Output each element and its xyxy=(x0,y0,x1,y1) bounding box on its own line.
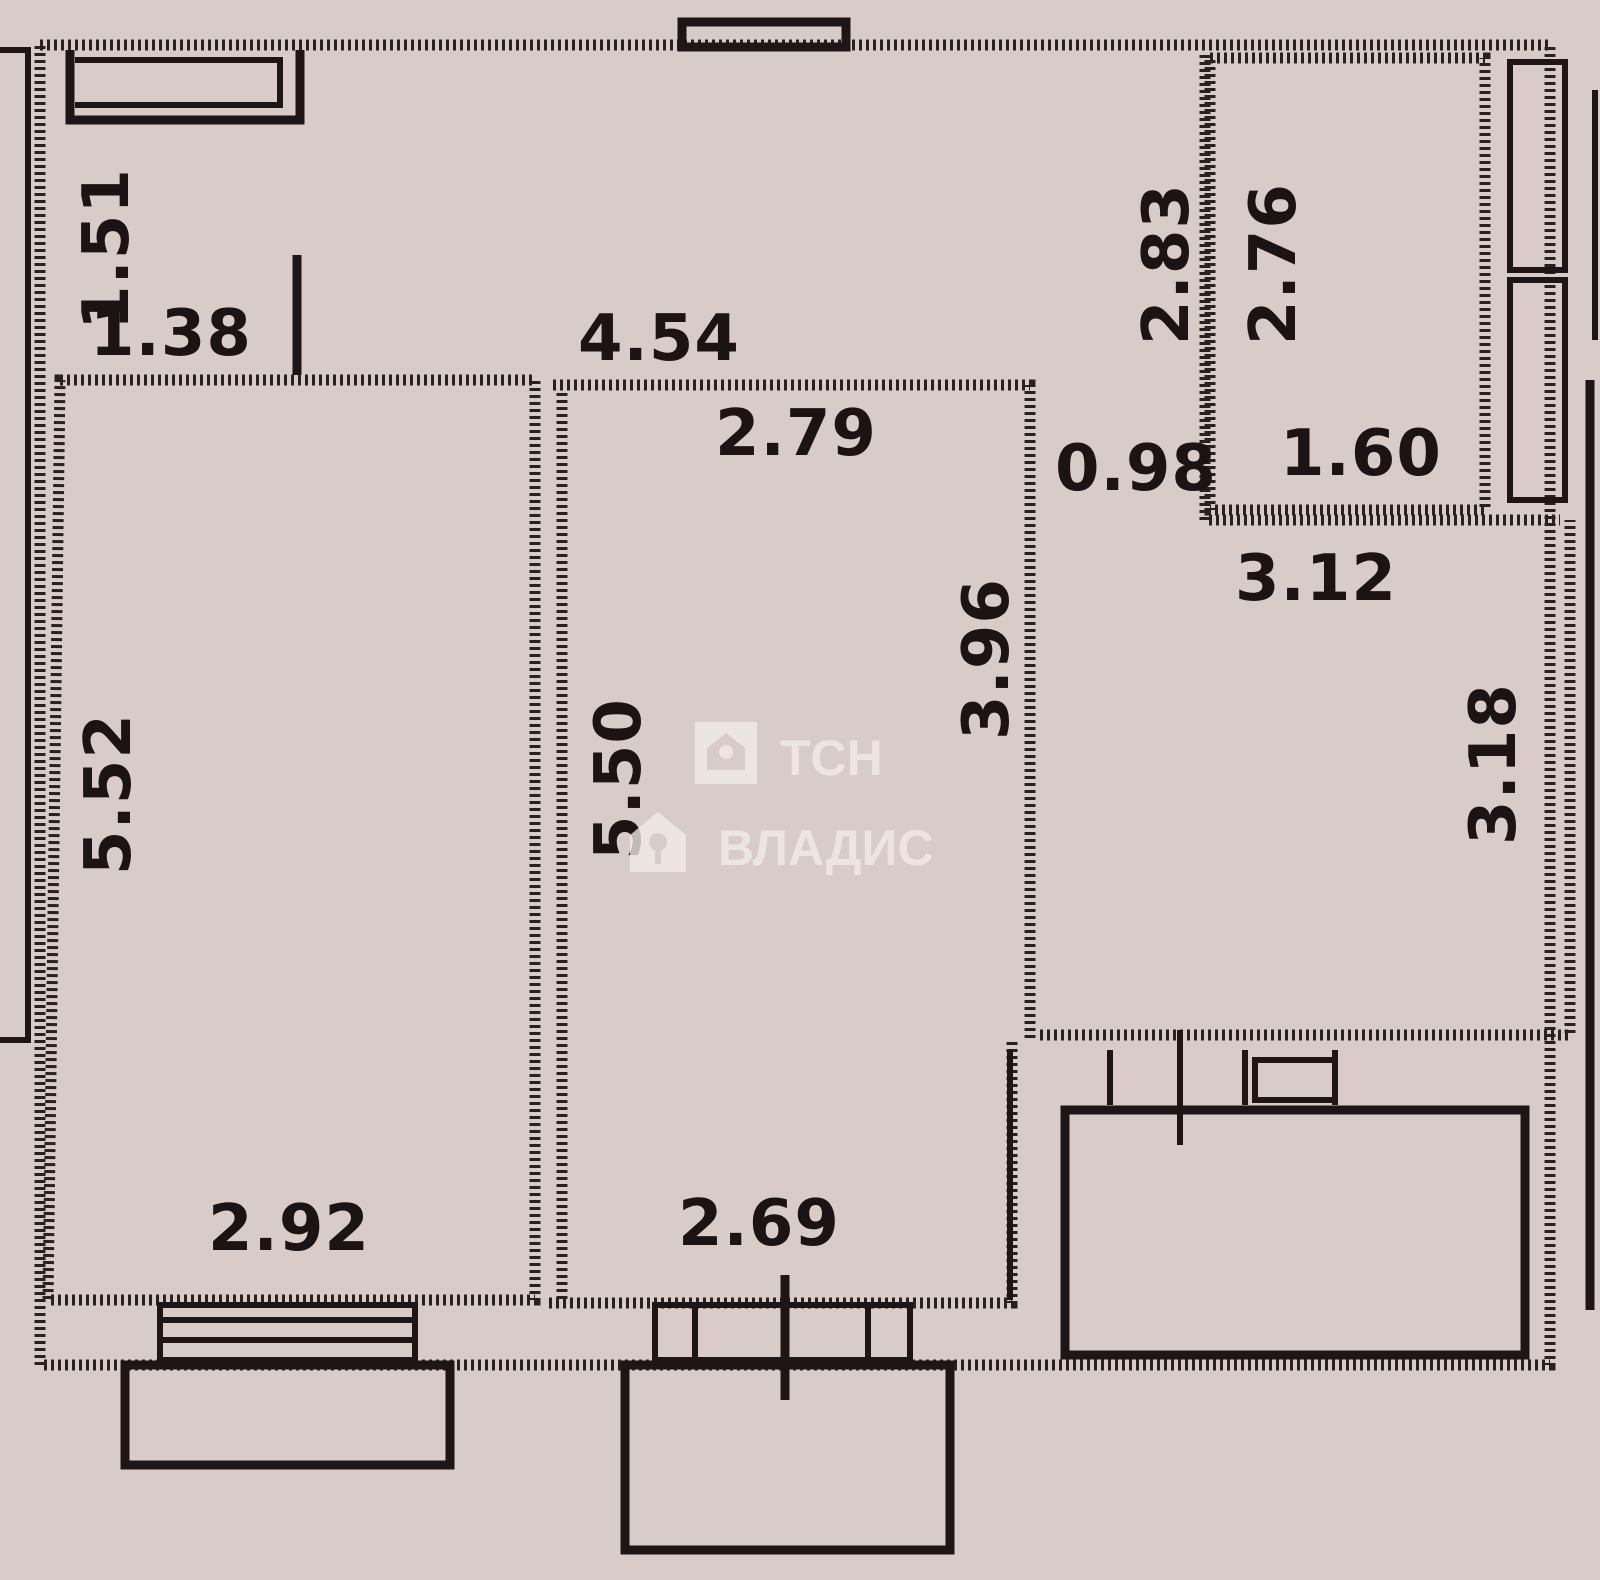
watermark-line2: ВЛАДИС xyxy=(718,820,934,876)
dim-kitchen-right: 3.18 xyxy=(1457,683,1531,845)
watermark: ТСН ВЛАДИС xyxy=(630,722,934,876)
dim-room-left-bottom: 2.92 xyxy=(208,1192,370,1266)
dim-room-mid-right: 3.96 xyxy=(950,578,1024,740)
left-room xyxy=(42,374,541,1306)
dim-corridor-width: 4.54 xyxy=(578,302,740,376)
outer-walls xyxy=(0,17,1598,1371)
house-icon xyxy=(695,722,757,784)
dim-wc-width: 1.60 xyxy=(1280,417,1442,491)
dim-wc-height-b: 2.76 xyxy=(1237,183,1311,345)
dim-wc-height-a: 2.83 xyxy=(1130,183,1204,345)
key-house-icon xyxy=(630,812,686,872)
dim-room-mid-bottom: 2.69 xyxy=(678,1187,840,1261)
dim-kitchen-top: 3.12 xyxy=(1235,542,1397,616)
dim-wc-gap: 0.98 xyxy=(1055,432,1217,506)
bottom-right-zone xyxy=(1007,1030,1530,1360)
storage-niche xyxy=(65,50,305,375)
dimension-labels: 1.51 1.38 4.54 2.83 2.76 0.98 1.60 2.79 … xyxy=(70,168,1531,1266)
windows xyxy=(157,1275,913,1400)
kitchen-room xyxy=(1040,520,1576,1041)
dim-top-left-vertical: 1.51 xyxy=(70,168,144,330)
dim-top-left-horizontal: 1.38 xyxy=(90,297,252,371)
bathroom-block xyxy=(1199,52,1568,526)
balconies xyxy=(120,1360,955,1555)
dim-room-mid-top: 2.79 xyxy=(715,397,877,471)
dim-room-left-height: 5.52 xyxy=(72,713,146,875)
watermark-line1: ТСН xyxy=(780,730,883,786)
